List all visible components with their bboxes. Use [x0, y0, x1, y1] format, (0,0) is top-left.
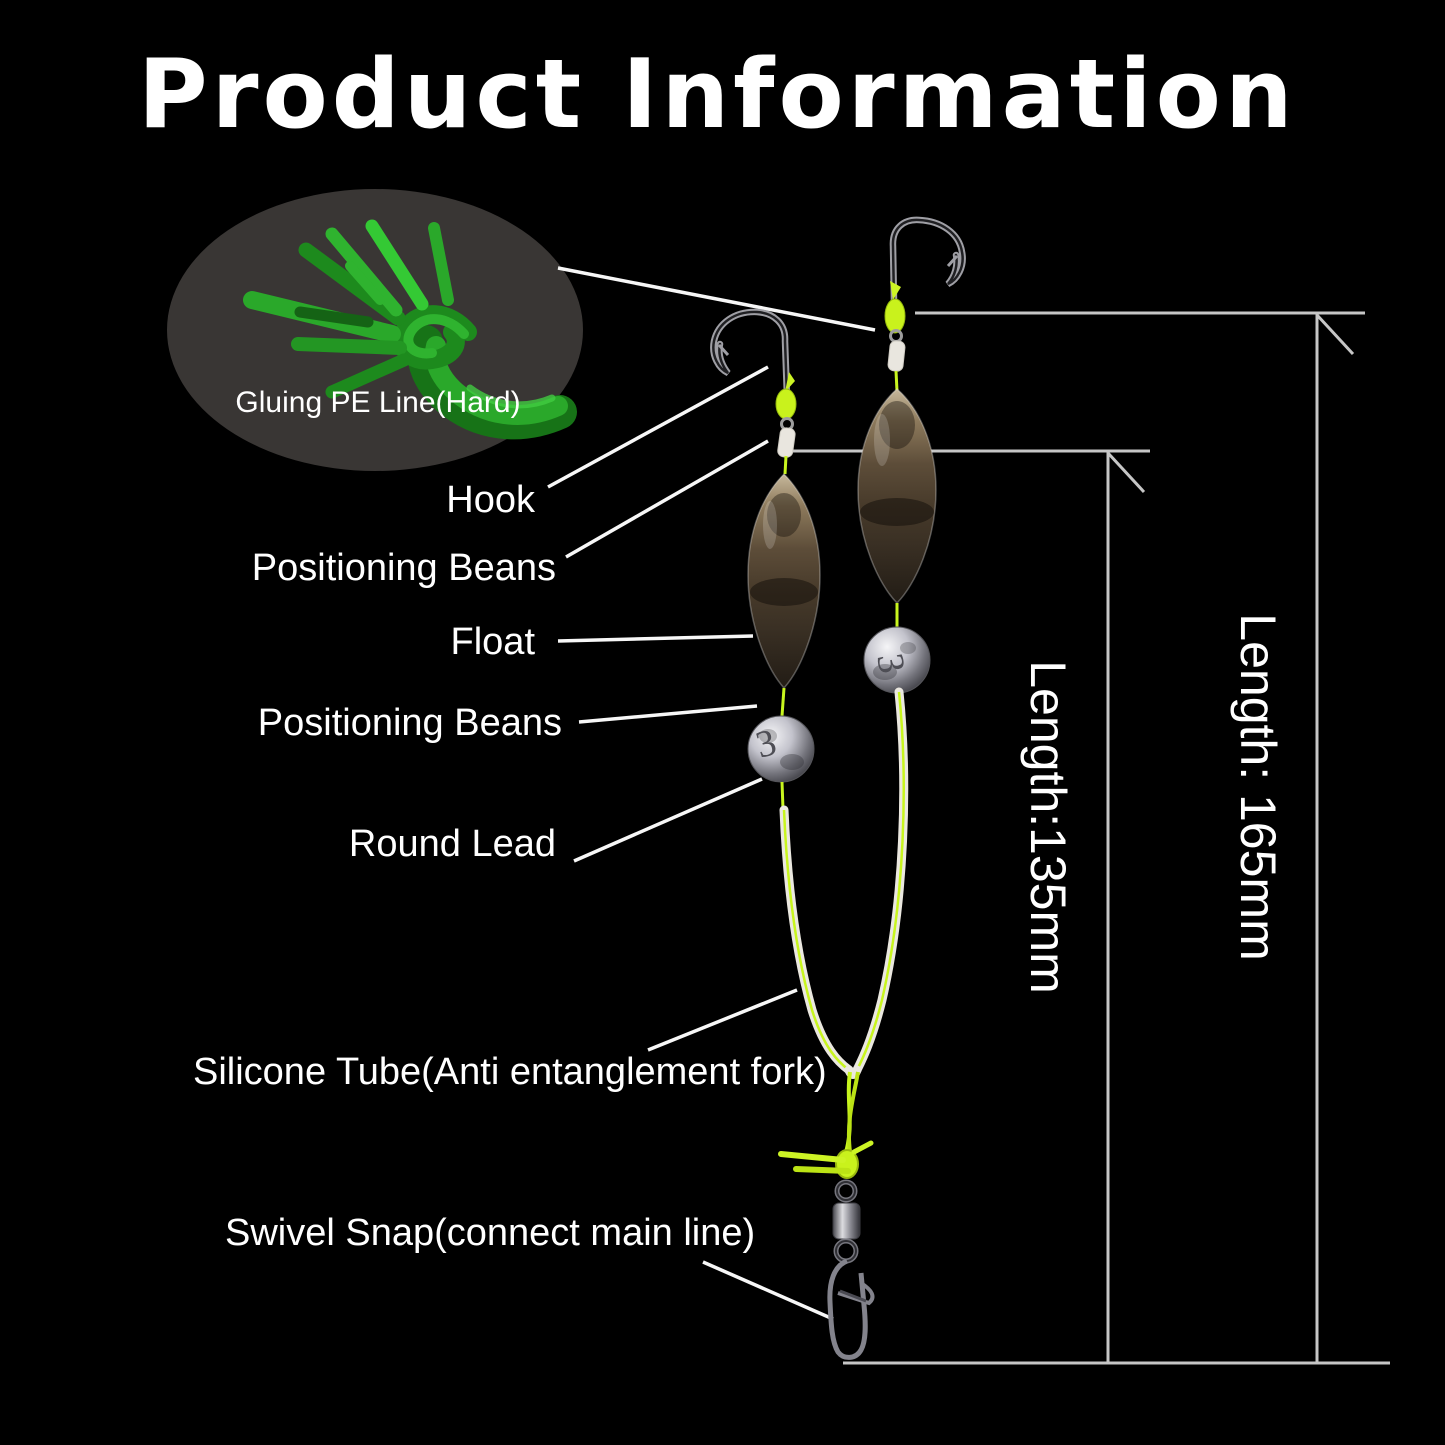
outer-length-tick: [1315, 313, 1355, 356]
hook-callout: [547, 365, 769, 489]
callout-lines: [547, 266, 876, 1321]
swivel-barrel: [832, 1202, 861, 1240]
right-positioning-bead-white: [887, 340, 906, 372]
swivel-snap: [827, 1179, 875, 1360]
float-callout: [557, 634, 754, 643]
right-float: [857, 388, 937, 605]
left-knot-tag: [785, 372, 795, 392]
fork-junction: [778, 1065, 875, 1360]
snap-wire: [827, 1258, 868, 1360]
left-line-segment-2: [780, 687, 786, 717]
outer-length-label: Length: 165mm: [1230, 613, 1286, 961]
rope-strands: [243, 219, 454, 399]
swivel-snap-callout: [702, 1260, 834, 1321]
left-line-segment: [783, 455, 788, 475]
inner-length-label: Length:135mm: [1020, 660, 1076, 994]
left-rig: 3: [710, 308, 854, 1075]
silicone-tube-callout: [647, 988, 798, 1052]
inner-length-tick: [1106, 451, 1146, 494]
left-silicone-tube: [779, 805, 854, 1075]
round-lead-callout: [573, 777, 763, 863]
pe-line-inset: [167, 189, 583, 471]
snap-latch: [837, 1281, 875, 1306]
right-positioning-bead-yellow: [884, 298, 906, 334]
left-hook: [710, 308, 791, 401]
measurement-lines: [782, 311, 1390, 1365]
positioning-beans-1-callout: [565, 439, 769, 559]
pe-line-callout: [557, 266, 876, 332]
label-silicone-tube: Silicone Tube(Anti entanglement fork): [193, 1051, 827, 1093]
right-rig: 3: [852, 216, 966, 1075]
pe-line-caption: Gluing PE Line(Hard): [235, 386, 521, 419]
left-positioning-bead-white: [777, 427, 796, 458]
right-hook: [889, 216, 966, 305]
label-hook: Hook: [446, 479, 535, 521]
right-hook-barb: [946, 254, 959, 268]
left-hook-barb: [717, 343, 730, 357]
label-float: Float: [450, 621, 535, 663]
right-line-segment: [894, 370, 899, 392]
label-swivel-snap: Swivel Snap(connect main line): [225, 1212, 756, 1254]
left-round-lead: 3: [747, 715, 815, 783]
positioning-beans-2-callout: [578, 704, 758, 724]
right-round-lead: 3: [863, 626, 931, 694]
left-float: [747, 472, 821, 690]
label-round-lead: Round Lead: [348, 823, 556, 865]
right-silicone-tube: [852, 687, 909, 1075]
label-positioning-beans-1: Positioning Beans: [251, 547, 556, 589]
label-positioning-beans-2: Positioning Beans: [257, 702, 562, 744]
line-knot: [778, 1140, 874, 1179]
left-line-segment-3: [780, 781, 785, 810]
page-title: Product Information: [138, 40, 1297, 150]
left-positioning-bead-yellow: [775, 388, 797, 420]
right-knot-tag: [890, 281, 901, 300]
